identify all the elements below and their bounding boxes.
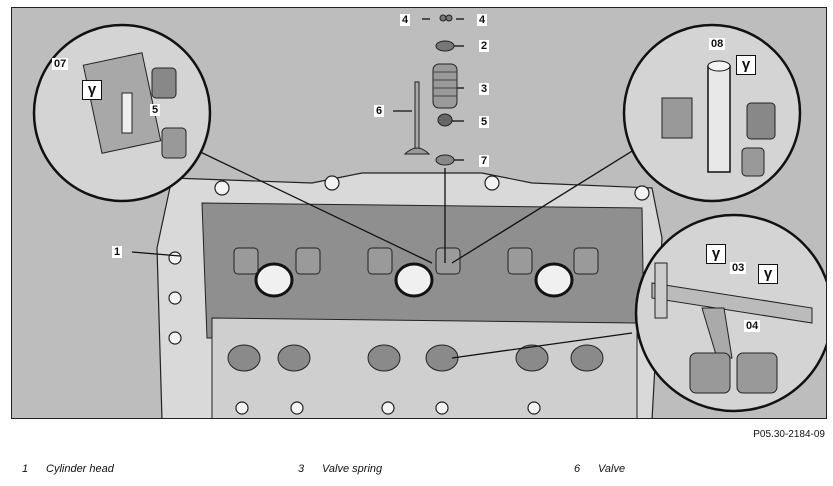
legend-number: 3 bbox=[298, 463, 305, 475]
legend-label: Cylinder head bbox=[46, 463, 114, 475]
legend-item: 6 Valve bbox=[574, 463, 625, 475]
callout-6: 6 bbox=[374, 105, 385, 117]
callout-07: 07 bbox=[52, 58, 69, 70]
legend: 1 Cylinder head 3 Valve spring 6 Valve bbox=[0, 463, 833, 481]
legend-label: Valve spring bbox=[322, 463, 383, 475]
legend-label: Valve bbox=[598, 463, 626, 475]
special-tool-glyph: γ bbox=[711, 245, 721, 262]
inset-detail-right-top bbox=[622, 23, 802, 203]
callout-4-right: 4 bbox=[477, 14, 488, 26]
callout-2: 2 bbox=[479, 40, 490, 52]
callout-04: 04 bbox=[744, 320, 761, 332]
callout-3: 3 bbox=[479, 83, 490, 95]
diagram-illustration bbox=[32, 14, 826, 418]
legend-number: 6 bbox=[574, 463, 581, 475]
callout-1: 1 bbox=[112, 246, 123, 258]
special-tool-icon: γ bbox=[82, 80, 102, 100]
legend-item: 1 Cylinder head bbox=[22, 463, 114, 475]
inset-detail-right-bottom bbox=[634, 213, 826, 413]
leader-lines bbox=[131, 18, 638, 359]
callout-4-left: 4 bbox=[400, 14, 411, 26]
callout-5: 5 bbox=[479, 116, 490, 128]
legend-number: 1 bbox=[22, 463, 29, 475]
special-tool-icon: γ bbox=[706, 244, 726, 264]
inset-detail-left bbox=[32, 23, 212, 203]
callout-03: 03 bbox=[730, 262, 747, 274]
special-tool-icon: γ bbox=[736, 55, 756, 75]
valve-parts-drawing bbox=[403, 14, 458, 166]
special-tool-icon: γ bbox=[758, 264, 778, 284]
callout-08: 08 bbox=[709, 38, 726, 50]
legend-item: 3 Valve spring bbox=[298, 463, 382, 475]
cylinder-head-drawing bbox=[156, 172, 663, 418]
callout-5-inset: 5 bbox=[150, 104, 161, 116]
special-tool-glyph: γ bbox=[763, 265, 773, 282]
callout-7: 7 bbox=[479, 155, 490, 167]
exploded-diagram: γ γ γ γ 4 4 2 3 6 5 7 1 07 5 08 03 04 bbox=[11, 7, 827, 419]
figure-reference-code: P05.30-2184-09 bbox=[753, 429, 825, 440]
special-tool-glyph: γ bbox=[87, 81, 97, 98]
special-tool-glyph: γ bbox=[741, 56, 751, 73]
